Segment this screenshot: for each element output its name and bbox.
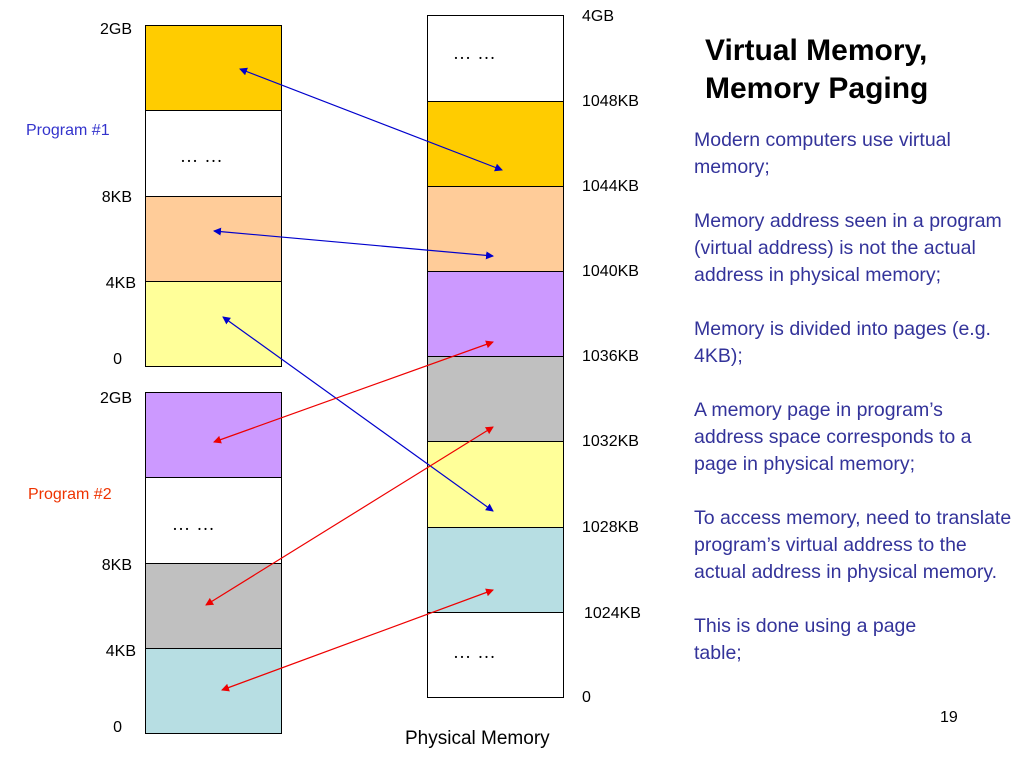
bullet-list: Modern computers use virtual memory; Mem… [694, 127, 1014, 694]
phys-addr-1040kb: 1040KB [582, 263, 639, 280]
program2-label: Program #2 [28, 486, 112, 503]
arrow-p1-top-to-1044kb [239, 67, 503, 172]
p2-ellipsis: … … [172, 514, 216, 534]
phys-addr-1048kb: 1048KB [582, 93, 639, 110]
bullet-6: This is done using a page table; [694, 615, 917, 664]
p2-addr-8kb: 8KB [101, 557, 132, 574]
phys-addr-1044kb: 1044KB [582, 178, 639, 195]
p1-addr-4kb: 4KB [105, 275, 136, 292]
p1-addr-0: 0 [113, 351, 122, 368]
arrow-p2-top-to-1036kb [213, 340, 494, 444]
slide-title: Virtual Memory, Memory Paging [705, 32, 928, 108]
bullet-3: Memory is divided into pages (e.g. 4KB); [694, 318, 991, 367]
bullet-5: To access memory, need to translate prog… [694, 507, 1012, 583]
phys-addr-1028kb: 1028KB [582, 519, 639, 536]
phys-addr-1024kb: 1024KB [584, 605, 641, 622]
page-number: 19 [940, 709, 958, 726]
bullet-2: Memory address seen in a program (virtua… [694, 210, 1002, 286]
bullet-4: A memory page in program’s address space… [694, 399, 972, 475]
phys-page-1036 [427, 271, 564, 357]
arrow-p1-4kb-to-1040kb [213, 227, 494, 260]
physical-memory-caption: Physical Memory [405, 728, 550, 749]
p2-addr-2gb: 2GB [99, 390, 132, 407]
bullet-1: Modern computers use virtual memory; [694, 129, 951, 178]
program1-label: Program #1 [26, 122, 110, 139]
p1-addr-8kb: 8KB [101, 189, 132, 206]
slide-title-line2: Memory Paging [705, 72, 929, 105]
phys-addr-1036kb: 1036KB [582, 348, 639, 365]
arrow-p2-0-to-1024kb [221, 588, 494, 692]
phys-addr-0: 0 [582, 689, 591, 706]
p2-addr-4kb: 4KB [105, 643, 136, 660]
phys-top-ellipsis: … … [453, 43, 497, 63]
slide-title-line1: Virtual Memory, [705, 34, 928, 67]
arrow-p2-4kb-to-1032kb [205, 426, 494, 606]
phys-addr-4gb: 4GB [582, 8, 615, 25]
p1-ellipsis: … … [180, 146, 224, 166]
p1-addr-2gb: 2GB [99, 21, 132, 38]
phys-addr-1032kb: 1032KB [582, 433, 639, 450]
arrow-p1-0-to-1028kb [222, 316, 494, 512]
p2-addr-0: 0 [113, 719, 122, 736]
